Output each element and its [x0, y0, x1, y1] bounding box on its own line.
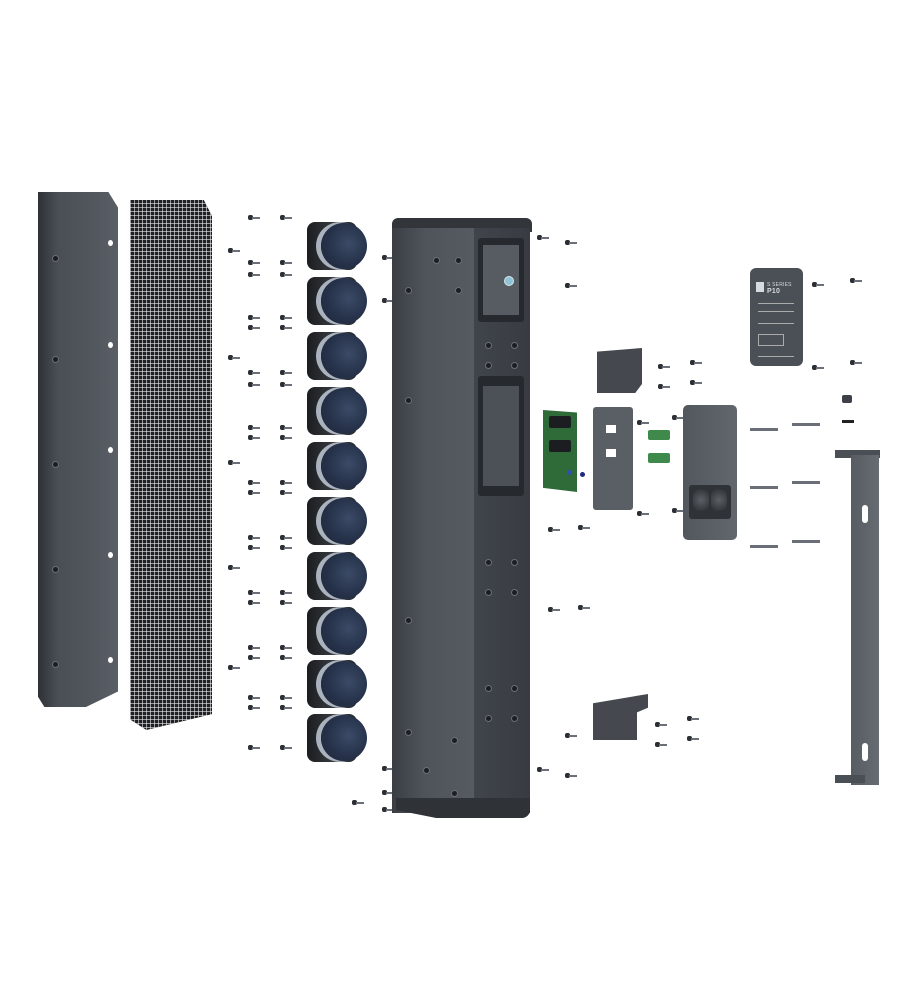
brand-logo	[756, 282, 764, 292]
lower-angle-bracket	[593, 694, 648, 740]
driver-4	[307, 385, 367, 437]
connection-recess	[478, 376, 524, 496]
connection-panel	[683, 405, 737, 540]
driver-1	[307, 220, 367, 272]
driver-9	[307, 658, 367, 710]
series-text: S SERIES	[767, 282, 792, 288]
upper-angle-bracket	[597, 348, 642, 393]
washer	[842, 420, 854, 423]
driver-5	[307, 440, 367, 492]
terminal-insert-icon	[504, 276, 514, 286]
model-text: P10	[767, 288, 781, 295]
enclosure-back	[474, 228, 530, 813]
driver-6	[307, 495, 367, 547]
pcb-spacer	[580, 472, 585, 477]
driver-7	[307, 550, 367, 602]
pcb-connector-2	[549, 440, 571, 452]
keyhole-slot-top	[862, 505, 868, 523]
keyhole-slot-bottom	[862, 743, 868, 761]
cable-gland-2	[711, 489, 727, 511]
terminal-block-1	[648, 430, 670, 440]
enclosure	[392, 218, 532, 820]
cable-gland-1	[693, 489, 709, 511]
perforated-grille	[130, 200, 212, 730]
driver-3	[307, 330, 367, 382]
driver-10	[307, 712, 367, 764]
label-recess	[478, 238, 524, 322]
terminal-block-2	[648, 453, 670, 463]
input-pcb	[543, 410, 577, 492]
pcb-connector-1	[549, 416, 571, 428]
enclosure-base	[396, 798, 530, 818]
nut	[842, 395, 852, 403]
enclosure-side	[392, 228, 474, 813]
wall-mount-rail	[835, 445, 880, 790]
label-plate: S SERIES P10	[750, 268, 803, 366]
driver-8	[307, 605, 367, 657]
pcb-mounting-plate	[593, 407, 633, 510]
front-cover	[38, 192, 118, 707]
driver-2	[307, 275, 367, 327]
